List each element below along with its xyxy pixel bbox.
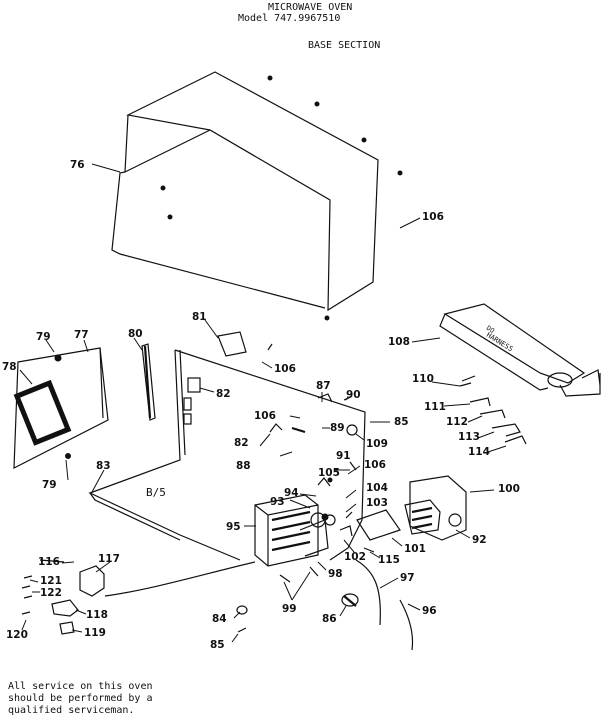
- terminal-connectors: [459, 375, 527, 445]
- callout: 115: [378, 554, 400, 566]
- callout: 95: [226, 521, 241, 533]
- oven-door: [13, 347, 109, 469]
- power-cord: [355, 559, 414, 651]
- knob-and-screw: [236, 605, 248, 633]
- callout: 98: [328, 568, 343, 580]
- callout: 88: [236, 460, 251, 472]
- callout: 80: [128, 328, 143, 340]
- callout: 82: [216, 388, 231, 400]
- strain-relief: [341, 593, 359, 607]
- callout: 106: [254, 410, 276, 422]
- ground-wires: [104, 561, 319, 597]
- callout: 106: [274, 363, 296, 375]
- callout: 79: [36, 331, 51, 343]
- callout: 121: [40, 575, 62, 587]
- service-note-line-3: qualified serviceman.: [8, 705, 134, 716]
- callout: 78: [2, 361, 17, 373]
- cover-plate: [356, 509, 401, 541]
- wire-harness-box: DO HARNESS: [439, 303, 601, 397]
- callout-labels: 76 106 108 81 106 79 77 80 78 82 87 90 1…: [2, 159, 520, 651]
- callout: 103: [366, 497, 388, 509]
- callout: 79: [42, 479, 57, 491]
- small-fasteners: [327, 461, 375, 553]
- panel-marking: B/5: [146, 486, 166, 499]
- callout: 84: [212, 613, 227, 625]
- callout: 87: [316, 380, 331, 392]
- callout: 86: [322, 613, 337, 625]
- callout: 109: [366, 438, 388, 450]
- callout: 104: [366, 482, 388, 494]
- callout: 76: [70, 159, 85, 171]
- callout: 102: [344, 551, 366, 563]
- callout: 97: [400, 572, 415, 584]
- callout: 94: [284, 487, 299, 499]
- callout: 99: [282, 603, 297, 615]
- callout: 77: [74, 329, 89, 341]
- model-number: Model 747.9967510: [238, 13, 340, 24]
- service-note: All service on this oven should be perfo…: [8, 681, 153, 716]
- callout: 91: [336, 450, 351, 462]
- service-note-line-1: All service on this oven: [8, 681, 153, 692]
- callout: 92: [472, 534, 487, 546]
- callout: 110: [412, 373, 434, 385]
- callout: 81: [192, 311, 207, 323]
- callout: 111: [424, 401, 446, 413]
- door-choke: [141, 343, 156, 421]
- callout: 118: [86, 609, 108, 621]
- callout: 89: [330, 422, 345, 434]
- outer-cabinet: [111, 71, 403, 321]
- fan-motor: [404, 475, 467, 541]
- callout: 122: [40, 587, 62, 599]
- callout: 106: [422, 211, 444, 223]
- section-title: BASE SECTION: [308, 40, 380, 51]
- callout: 113: [458, 431, 480, 443]
- callout: 108: [388, 336, 410, 348]
- callout: 120: [6, 629, 28, 641]
- diagram-title: MICROWAVE OVEN: [268, 2, 352, 13]
- callout: 96: [422, 605, 437, 617]
- callout: 83: [96, 460, 111, 472]
- callout: 82: [234, 437, 249, 449]
- callout: 101: [404, 543, 426, 555]
- callout: 119: [84, 627, 106, 639]
- fuse-holder-assembly: [21, 559, 105, 635]
- callout: 90: [346, 389, 361, 401]
- service-note-line-2: should be performed by a: [8, 693, 153, 704]
- callout: 93: [270, 496, 285, 508]
- callout: 85: [210, 639, 225, 651]
- callout: 112: [446, 416, 468, 428]
- callout: 106: [364, 459, 386, 471]
- harness-label: DO: [485, 324, 496, 335]
- callout: 117: [98, 553, 120, 565]
- callout: 100: [498, 483, 520, 495]
- callout: 116: [38, 556, 60, 568]
- callout: 105: [318, 467, 340, 479]
- callout: 114: [468, 446, 490, 458]
- leader-lines: [19, 163, 507, 643]
- callout: 85: [394, 416, 409, 428]
